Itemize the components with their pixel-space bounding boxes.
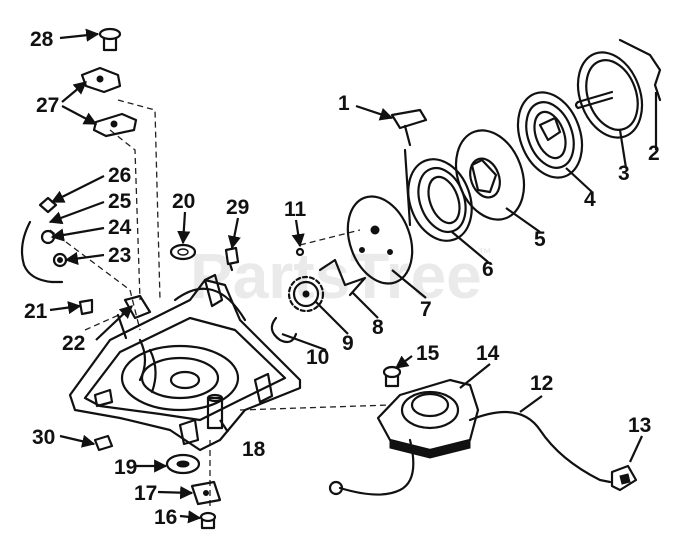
callout-numbers: 28 27 26 25 24 23 21 22 20 29 11 1 2 3 4… <box>24 28 660 529</box>
callout-18: 18 <box>242 438 266 461</box>
callout-26: 26 <box>108 164 131 187</box>
callout-11: 11 <box>284 198 307 221</box>
callout-29: 29 <box>226 196 249 219</box>
callout-1: 1 <box>338 92 350 115</box>
callout-22: 22 <box>62 332 85 355</box>
callout-30: 30 <box>32 426 55 449</box>
callout-9: 9 <box>342 332 354 355</box>
callout-3: 3 <box>618 162 630 185</box>
watermark: PartsTree <box>190 240 482 312</box>
part-11-pin <box>295 247 305 257</box>
callout-leaders <box>48 28 658 524</box>
callout-2: 2 <box>648 142 660 165</box>
part-20-seal-ring <box>169 243 197 261</box>
callout-17: 17 <box>134 482 157 505</box>
callout-20: 20 <box>172 190 195 213</box>
part-28-screw <box>98 27 122 52</box>
part-19-bushing <box>165 453 201 475</box>
part-13-fitting <box>610 464 638 492</box>
callout-16: 16 <box>154 506 177 529</box>
part-10-clip <box>270 316 298 344</box>
callout-10: 10 <box>306 346 329 369</box>
callout-14: 14 <box>476 342 500 365</box>
callout-27: 27 <box>36 94 59 117</box>
callout-25: 25 <box>108 190 132 213</box>
part-18-housing <box>68 273 302 452</box>
part-8-spring-wire <box>318 258 367 297</box>
callout-8: 8 <box>372 316 384 339</box>
callout-28: 28 <box>30 28 54 51</box>
assembly-lines <box>49 99 391 510</box>
callout-23: 23 <box>108 244 131 267</box>
callout-19: 19 <box>114 456 137 479</box>
callout-13: 13 <box>628 414 651 437</box>
callout-6: 6 <box>482 258 494 281</box>
parts-23-26-wire-clip <box>20 196 68 284</box>
part-12-cable <box>468 410 612 484</box>
part-9-gear <box>287 275 325 313</box>
callout-4: 4 <box>584 188 596 211</box>
callout-12: 12 <box>530 372 553 395</box>
callout-24: 24 <box>108 216 132 239</box>
part-5-pulley <box>454 129 526 221</box>
callout-21: 21 <box>24 300 48 323</box>
part-27-bracket <box>80 66 138 138</box>
callout-7: 7 <box>420 298 432 321</box>
part-30-pin <box>93 434 114 452</box>
part-15-screw <box>382 365 402 388</box>
part-1-handle <box>390 108 428 147</box>
part-7-disc <box>346 195 414 285</box>
callout-5: 5 <box>534 228 546 251</box>
part-2-bracket <box>618 38 662 102</box>
callout-15: 15 <box>416 342 440 365</box>
part-3-cover <box>574 51 644 139</box>
part-17-plate <box>190 480 222 506</box>
part-14-coil-assembly <box>328 378 480 496</box>
part-6-spring <box>403 148 473 242</box>
part-4-spring-cup <box>516 91 584 179</box>
part-16-screw <box>199 511 217 530</box>
